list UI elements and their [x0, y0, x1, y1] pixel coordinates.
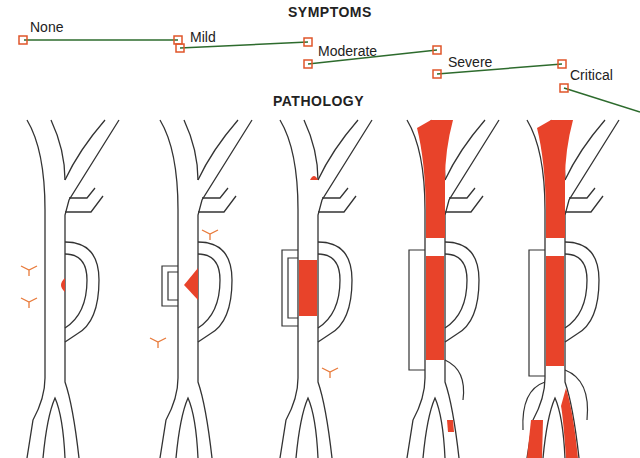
collateral-bud	[150, 230, 218, 348]
section-heading: PATHOLOGY	[273, 94, 364, 108]
artery-outline	[280, 120, 372, 458]
artery-outline	[527, 120, 619, 458]
artery-panel	[407, 120, 499, 458]
symptom-label: Moderate	[318, 44, 377, 58]
section-heading: SYMPTOMS	[288, 5, 372, 19]
plaque	[447, 420, 454, 432]
collateral-bud	[322, 368, 338, 378]
occlusion	[527, 420, 543, 458]
symptom-markers	[19, 36, 568, 92]
collateral	[282, 250, 298, 326]
artery-outline	[27, 120, 119, 458]
artery-outline	[160, 120, 252, 458]
occlusion	[426, 256, 444, 360]
collateral-bud	[21, 266, 37, 308]
occlusion	[537, 120, 573, 238]
collateral	[162, 266, 178, 306]
occlusion	[546, 256, 564, 366]
artery-panel	[21, 120, 119, 458]
artery-panel	[150, 120, 252, 458]
plaque	[61, 278, 65, 292]
artery-outline	[407, 120, 499, 458]
collateral	[409, 250, 464, 400]
symptom-label: Critical	[570, 68, 613, 82]
symptom-label: Mild	[190, 30, 216, 44]
collateral	[523, 250, 588, 430]
plaque	[184, 268, 198, 300]
symptom-label: Severe	[448, 55, 492, 69]
occlusion	[299, 260, 317, 316]
occlusion	[561, 388, 578, 458]
symptom-label: None	[30, 20, 63, 34]
artery-panel	[523, 120, 619, 458]
artery-panel	[280, 120, 372, 458]
symptom-line	[24, 40, 640, 112]
plaque	[310, 176, 318, 180]
occlusion	[417, 120, 453, 238]
